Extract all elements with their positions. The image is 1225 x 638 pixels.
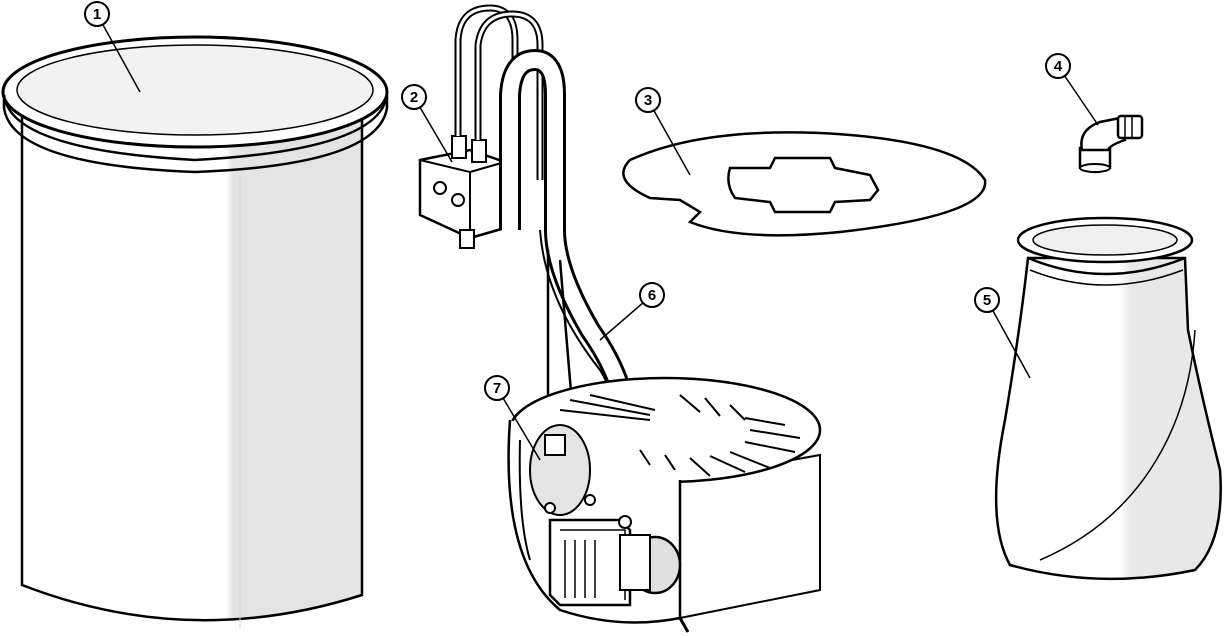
callout-circle-1: [84, 1, 110, 27]
callout-label-2: 2: [410, 89, 418, 106]
callout-circle-6: [639, 282, 665, 308]
callout-circle-4: [1045, 53, 1071, 79]
pump-assembly: [507, 376, 822, 633]
callout-leader-3: [647, 99, 691, 176]
callout-leader-5: [986, 299, 1031, 379]
callout-label-4: 4: [1054, 58, 1063, 75]
callout-circle-5: [974, 287, 1000, 313]
elbow-fitting: [1078, 114, 1144, 174]
callout-label-7: 7: [493, 380, 501, 397]
callout-circle-7: [484, 375, 510, 401]
callout-1: 1: [84, 1, 141, 93]
filter-bag: [994, 216, 1222, 581]
callout-circle-3: [635, 87, 661, 113]
tank: [1, 35, 389, 628]
callout-label-6: 6: [648, 287, 656, 304]
callout-4: 4: [1045, 53, 1099, 126]
callout-label-3: 3: [644, 92, 652, 109]
gasket: [622, 131, 987, 237]
callout-label-1: 1: [93, 6, 101, 23]
callout-2: 2: [401, 84, 453, 163]
discharge-pipe: [499, 49, 636, 520]
callout-circle-2: [401, 84, 427, 110]
callout-leader-1: [96, 13, 141, 93]
callout-7: 7: [484, 375, 541, 461]
callout-3: 3: [635, 87, 691, 176]
callout-label-5: 5: [983, 292, 991, 309]
callout-5: 5: [974, 287, 1031, 379]
callout-layer: 1 2 3 4 5 6 7: [84, 1, 1099, 461]
callout-6: 6: [599, 282, 665, 341]
callout-leader-7: [496, 387, 541, 461]
junction-box: [418, 4, 544, 249]
